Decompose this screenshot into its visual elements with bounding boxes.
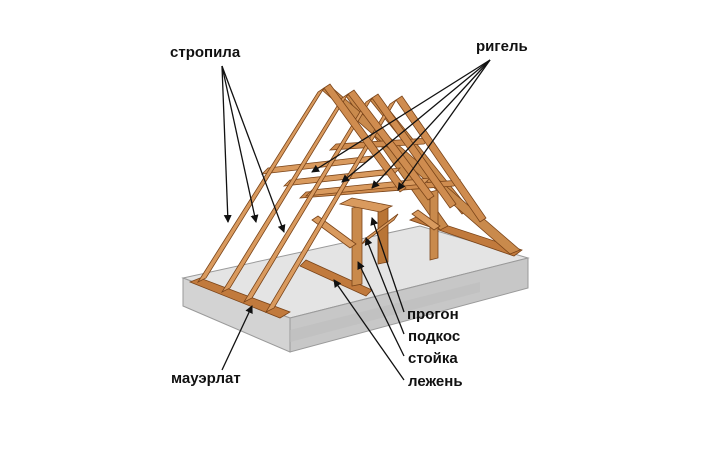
strut-right — [361, 213, 399, 245]
arrow-strut — [364, 237, 405, 335]
arrow-sill — [333, 279, 405, 381]
arrow-rafters-1 — [221, 65, 232, 223]
arrow-wallplate — [221, 305, 253, 371]
rafter-front-right-3 — [371, 93, 457, 209]
label-sill-beam: лежень — [408, 373, 463, 390]
label-post: стойка — [408, 350, 458, 367]
arrow-collar-2 — [341, 59, 491, 183]
rafter-front-right-4 — [395, 95, 487, 223]
front-rafters — [196, 87, 397, 313]
arrow-collar-4 — [397, 59, 491, 191]
arrow-purlin — [370, 217, 405, 313]
label-collar-tie: ригель — [476, 38, 528, 55]
leader-arrows — [221, 59, 491, 381]
arrow-rafters-2 — [221, 65, 259, 223]
arrow-collar-3 — [371, 59, 491, 189]
purlin — [338, 197, 394, 213]
label-strut: подкос — [408, 328, 461, 345]
label-rafters: стропила — [170, 44, 241, 61]
label-purlin: прогон — [407, 306, 459, 323]
rafter-front-right-2 — [347, 89, 435, 201]
arrow-collar-1 — [311, 59, 491, 173]
strut-back — [411, 209, 441, 231]
post-middle — [377, 205, 389, 265]
slab-recess — [290, 282, 480, 342]
label-wall-plate: мауэрлат — [171, 370, 241, 387]
arrow-post — [357, 261, 405, 357]
arrow-rafters-3 — [221, 65, 286, 233]
